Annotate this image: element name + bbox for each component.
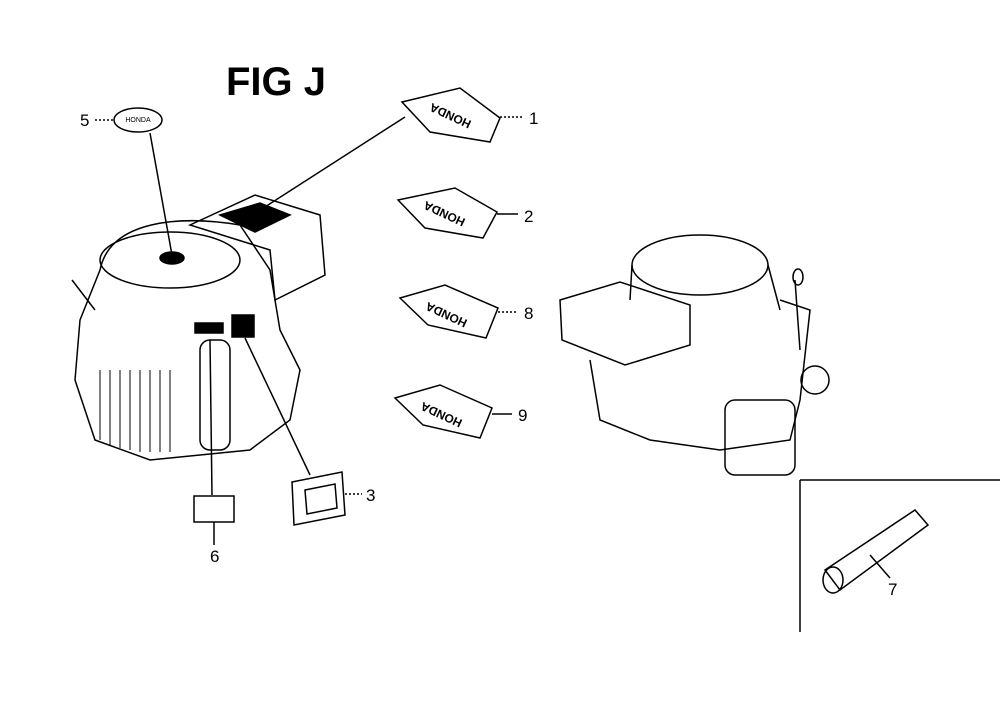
engine-rear-view [559,234,830,476]
callout-7: 7 [888,580,898,599]
decal-1-lettering: HONDA [427,100,473,131]
engine-front-view [71,116,406,496]
callout-6: 6 [210,547,220,566]
callout-1: 1 [529,109,539,128]
decal-9: HONDA [393,384,512,439]
figure-title: FIG J [226,60,327,104]
warning-label [291,471,362,526]
decal-1: HONDA [400,87,524,143]
emblem-lettering: HONDA [125,117,151,124]
tool-inset [799,479,1000,632]
small-label [193,495,235,545]
callout-5: 5 [80,111,90,130]
honda-emblem: HONDA [95,107,173,256]
decal-2: HONDA [396,187,518,239]
callout-2: 2 [524,207,534,226]
decal-8: HONDA [398,284,518,339]
callout-3: 3 [366,486,376,505]
callout-9: 9 [518,406,528,425]
callout-8: 8 [524,304,534,323]
decal-2-lettering: HONDA [421,198,467,229]
